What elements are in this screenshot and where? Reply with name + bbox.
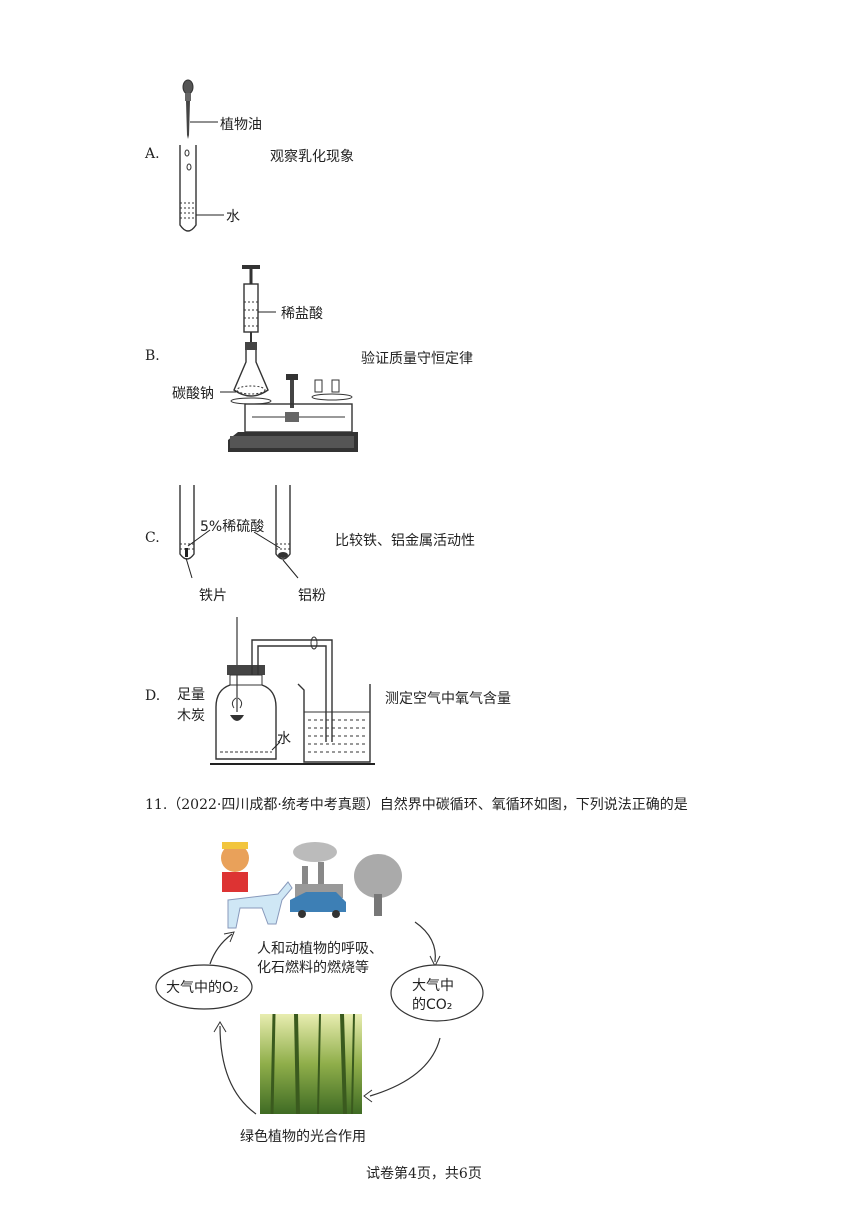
label-sodium-carbonate: 碳酸钠 — [172, 386, 214, 402]
question-source: （2022·四川成都·统考中考真题） — [167, 797, 380, 813]
option-b-caption: 验证质量守恒定律 — [361, 351, 473, 367]
label-vegetable-oil: 植物油 — [220, 117, 262, 133]
cycle-top-line2: 化石燃料的燃烧等 — [257, 960, 369, 976]
label-aluminum-powder: 铝粉 — [298, 588, 326, 604]
label-water-d: 水 — [277, 731, 291, 747]
option-c-letter: C. — [145, 530, 160, 546]
option-b-letter: B. — [145, 348, 160, 364]
cycle-top-line1: 人和动植物的呼吸、 — [257, 941, 383, 957]
option-a-apparatus — [179, 79, 224, 232]
option-d-letter: D. — [145, 688, 161, 704]
label-sufficient: 足量 — [177, 687, 205, 703]
option-b-apparatus — [220, 265, 358, 452]
label-dilute-hcl: 稀盐酸 — [281, 306, 323, 322]
cycle-bottom-label: 绿色植物的光合作用 — [240, 1129, 366, 1145]
label-charcoal: 木炭 — [177, 708, 205, 724]
label-iron-sheet: 铁片 — [199, 588, 227, 604]
option-d-apparatus — [210, 617, 375, 765]
question-11: 11.（2022·四川成都·统考中考真题）自然界中碳循环、氧循环如图，下列说法正… — [145, 794, 688, 814]
cycle-diagram — [155, 842, 484, 1115]
question-number: 11. — [145, 797, 168, 813]
cycle-node-co2-line1: 大气中 — [412, 978, 454, 994]
question-text: 自然界中碳循环、氧循环如图，下列说法正确的是 — [379, 797, 688, 813]
option-a-letter: A. — [145, 146, 160, 162]
label-water-a: 水 — [226, 209, 240, 225]
option-c-apparatus — [179, 485, 299, 579]
option-c-caption: 比较铁、铝金属活动性 — [335, 533, 475, 549]
label-dilute-h2so4: 5%稀硫酸 — [200, 519, 265, 535]
option-d-caption: 测定空气中氧气含量 — [385, 691, 511, 707]
option-a-caption: 观察乳化现象 — [270, 149, 354, 165]
cycle-node-o2: 大气中的O₂ — [166, 980, 239, 996]
cycle-node-co2-line2: 的CO₂ — [412, 997, 453, 1013]
page-footer: 试卷第4页，共6页 — [366, 1166, 482, 1182]
